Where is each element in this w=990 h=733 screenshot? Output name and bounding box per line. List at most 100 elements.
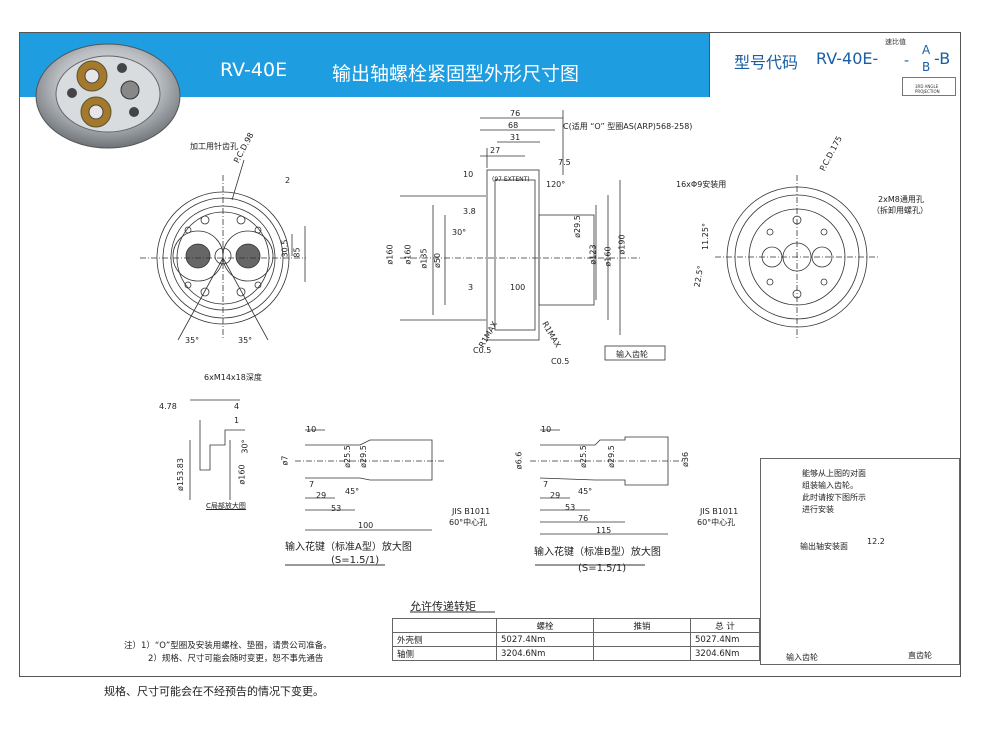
spline-a-dim-29: 29 [316,491,327,500]
spline-a-dim-45: 45° [345,487,360,496]
torque-title: 允许传递转矩 [410,600,476,613]
inset-face-label: 输出轴安装面 [800,542,848,551]
sec-dim-68: 68 [508,121,519,130]
table-cell: 外壳侧 [392,632,497,647]
inset-spur-gear: 直齿轮 [908,651,932,660]
spline-b-d25-5: ø25.5 [578,445,588,468]
torque-header-cell: 总 计 [690,618,760,633]
spline-b-drawing [530,429,685,566]
inset-input-gear: 输入齿轮 [786,653,818,662]
spline-a-dim-10: 10 [306,425,317,434]
torque-header-row: 螺栓 推销 总 计 [392,618,760,633]
sec-d50: ø50 [433,252,443,269]
detail-c-angle: 30° [240,439,250,454]
sec-dim-3: 3 [468,283,474,292]
front-view [140,159,306,341]
front-dim-85: 85 [292,247,302,258]
table-row: 外壳侧 5027.4Nm 5027.4Nm [392,632,760,647]
sec-d160-right: ø160 [603,246,613,267]
spline-a-dim-100: 100 [358,521,374,530]
torque-header-cell: 推销 [593,618,691,633]
sec-angle-120: 120° [546,180,566,189]
spline-a-jis: JIS B1011 [452,507,491,516]
sec-dim-27: 27 [490,146,501,155]
detail-c [189,399,245,500]
thread-label: 6xM14x18深度 [204,373,262,382]
model-name: RV-40E [220,59,288,81]
spline-a-scale: (S=1.5/1) [331,555,380,566]
sec-extent: (97 EXTENT) [492,176,530,183]
rear-m8-sub: （拆卸用螺孔） [872,206,928,215]
ratio-a: A [922,43,931,57]
sec-c05-left: C0.5 [473,346,492,355]
table-cell [593,632,691,647]
front-angle-right: 35° [238,336,253,345]
spline-a-d7: ø7 [280,455,290,466]
table-cell: 3204.6Nm [496,646,594,661]
reducer-photo [35,43,181,149]
sec-d160b: ø160 [403,244,413,265]
torque-header-cell: 螺栓 [496,618,594,633]
ratio-b: B [922,60,931,74]
torque-table: 螺栓 推销 总 计 外壳侧 5027.4Nm 5027.4Nm 轴侧 3204.… [392,618,760,661]
spline-a-dim-53: 53 [331,504,342,513]
spline-a-d25-5: ø25.5 [342,445,352,468]
sec-dim-100: 100 [510,283,526,292]
section-view [400,110,666,361]
inset-note-2: 组装输入齿轮。 [802,481,858,490]
sec-d190: ø190 [617,234,627,255]
inset-panel [760,458,960,665]
detail-c-dim-4: 4 [234,402,240,411]
sec-d123: ø123 [588,244,598,265]
spline-b-caption: 输入花键（标准B型）放大图 [534,547,661,558]
inset-note-1: 能够从上图的对面 [802,469,866,478]
front-angle-left: 35° [185,336,200,345]
model-code-label: 型号代码 [734,53,799,72]
inset-note-4: 进行安装 [802,505,834,514]
table-cell: 3204.6Nm [690,646,760,661]
spline-b-dim-10: 10 [541,425,552,434]
spline-a-d29-5: ø29.5 [358,445,368,468]
sec-c05-right: C0.5 [551,357,570,366]
table-cell: 5027.4Nm [496,632,594,647]
sec-oring-note: C(适用 “O” 型圈AS(ARP)568-258) [563,122,693,131]
projection-symbol: 3RD ANGLE PROJECTION [902,77,956,96]
inset-note-3: 此时请按下图所示 [802,493,866,502]
sec-d29-5: ø29.5 [572,215,582,238]
detail-c-d160: ø160 [237,464,247,485]
table-cell [593,646,691,661]
drawing-title: 输出轴螺栓紧固型外形尺寸图 [332,63,580,85]
spline-b-d29-5: ø29.5 [606,445,616,468]
rear-view [715,175,880,340]
sec-d135: ø135 [419,248,429,269]
rear-mount-label: 16xΦ9安装用 [676,180,727,189]
inset-dim-12-2: 12.2 [867,537,885,546]
front-dim-30-5: 30.5 [280,239,290,258]
spline-b-dim-53: 53 [565,503,576,512]
rear-m8-label: 2xM8通用孔 [878,195,924,204]
detail-c-dim-4-78: 4.78 [159,402,177,411]
sec-dim-10: 10 [463,170,474,179]
sec-angle-30: 30° [452,228,467,237]
model-code-value: RV-40E- [816,49,879,68]
sec-dim-31: 31 [510,133,521,142]
sec-dim-76: 76 [510,109,521,118]
model-code-box: 型号代码 RV-40E- 速比值 - A B -B 3RD ANGLE PROJ… [709,33,960,97]
spline-b-dim-29: 29 [550,491,561,500]
footer-disclaimer: 规格、尺寸可能会在不经预告的情况下变更。 [104,685,324,698]
sec-dim-7-5: 7.5 [558,158,571,167]
front-dim-2: 2 [285,176,291,185]
spline-b-dim-76: 76 [578,514,589,523]
spline-b-dim-7: 7 [543,480,549,489]
spline-b-dim-45: 45° [578,487,593,496]
note-line-1: 注）1）“O”型圈及安装用螺栓、垫圈，请贵公司准备。 [124,641,332,651]
spline-b-center: 60°中心孔 [697,518,736,527]
sec-d160: ø160 [385,244,395,265]
note-line-2: 2）规格、尺寸可能会随时变更，恕不事先通告 [148,654,324,664]
sec-input-gear: 输入齿轮 [616,350,648,359]
table-cell: 轴侧 [392,646,497,661]
sec-dim-3-8: 3.8 [463,207,476,216]
rear-angle-11-25: 11.25° [700,223,710,250]
spline-a-caption: 输入花键（标准A型）放大图 [285,542,412,553]
notes: 注）1）“O”型圈及安装用螺栓、垫圈，请贵公司准备。 2）规格、尺寸可能会随时变… [124,640,332,666]
